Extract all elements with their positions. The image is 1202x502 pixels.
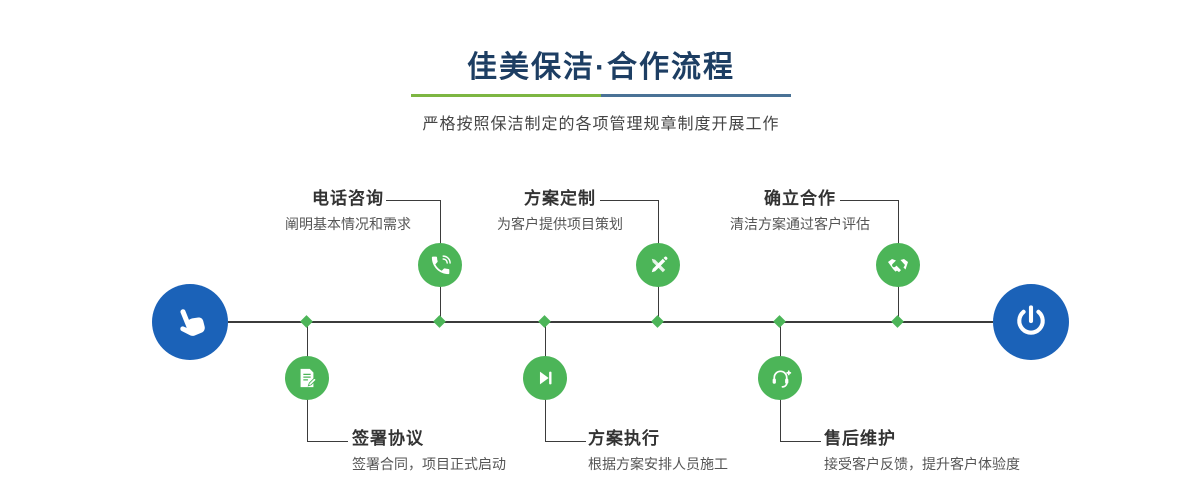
contract-icon bbox=[296, 367, 318, 389]
step-label-support: 售后维护 接受客户反馈，提升客户体验度 bbox=[824, 428, 1020, 474]
step-desc: 阐明基本情况和需求 bbox=[285, 216, 411, 232]
hand-pointer-icon bbox=[165, 297, 214, 346]
step-node-contract bbox=[285, 356, 329, 400]
step-title: 确立合作 bbox=[764, 189, 836, 208]
step-title: 签署协议 bbox=[352, 429, 424, 448]
design-icon bbox=[647, 254, 670, 277]
connector-line bbox=[780, 441, 821, 442]
timeline-diamond bbox=[773, 315, 786, 328]
step-title: 售后维护 bbox=[824, 429, 896, 448]
step-desc: 签署合同，项目正式启动 bbox=[352, 456, 506, 472]
timeline-diamond bbox=[538, 315, 551, 328]
timeline-diamond bbox=[433, 315, 446, 328]
timeline-diamond bbox=[300, 315, 313, 328]
step-node-phone bbox=[418, 243, 462, 287]
handshake-icon bbox=[886, 253, 910, 277]
step-label-phone: 电话咨询 阐明基本情况和需求 bbox=[248, 188, 448, 234]
title-divider bbox=[411, 94, 791, 97]
step-label-handshake: 确立合作 清洁方案通过客户评估 bbox=[700, 188, 900, 234]
step-title: 电话咨询 bbox=[312, 189, 384, 208]
step-label-design: 方案定制 为客户提供项目策划 bbox=[460, 188, 660, 234]
timeline-start-node bbox=[152, 284, 228, 360]
connector-line bbox=[840, 200, 898, 201]
step-node-design bbox=[636, 243, 680, 287]
step-desc: 为客户提供项目策划 bbox=[497, 216, 623, 232]
step-node-execute bbox=[523, 356, 567, 400]
connector-line bbox=[600, 200, 658, 201]
step-desc: 清洁方案通过客户评估 bbox=[730, 216, 870, 232]
page-subtitle: 严格按照保洁制定的各项管理规章制度开展工作 bbox=[422, 116, 780, 133]
phone-icon bbox=[429, 254, 452, 277]
divider-green-segment bbox=[411, 94, 601, 97]
play-icon bbox=[534, 367, 556, 389]
connector-line bbox=[545, 441, 586, 442]
step-node-handshake bbox=[876, 243, 920, 287]
step-desc: 根据方案安排人员施工 bbox=[588, 456, 728, 472]
timeline-diamond bbox=[891, 315, 904, 328]
divider-blue-segment bbox=[601, 94, 791, 97]
power-icon bbox=[1012, 303, 1050, 341]
timeline-line bbox=[228, 321, 993, 323]
headset-icon bbox=[769, 367, 792, 390]
step-label-execute: 方案执行 根据方案安排人员施工 bbox=[588, 428, 728, 474]
connector-line bbox=[386, 200, 440, 201]
connector-line bbox=[307, 441, 348, 442]
step-title: 方案定制 bbox=[524, 189, 596, 208]
step-title: 方案执行 bbox=[588, 429, 660, 448]
page-title: 佳美保洁·合作流程 bbox=[467, 51, 735, 84]
timeline-diamond bbox=[651, 315, 664, 328]
step-label-contract: 签署协议 签署合同，项目正式启动 bbox=[352, 428, 506, 474]
step-desc: 接受客户反馈，提升客户体验度 bbox=[824, 456, 1020, 472]
timeline-end-node bbox=[993, 284, 1069, 360]
step-node-support bbox=[758, 356, 802, 400]
